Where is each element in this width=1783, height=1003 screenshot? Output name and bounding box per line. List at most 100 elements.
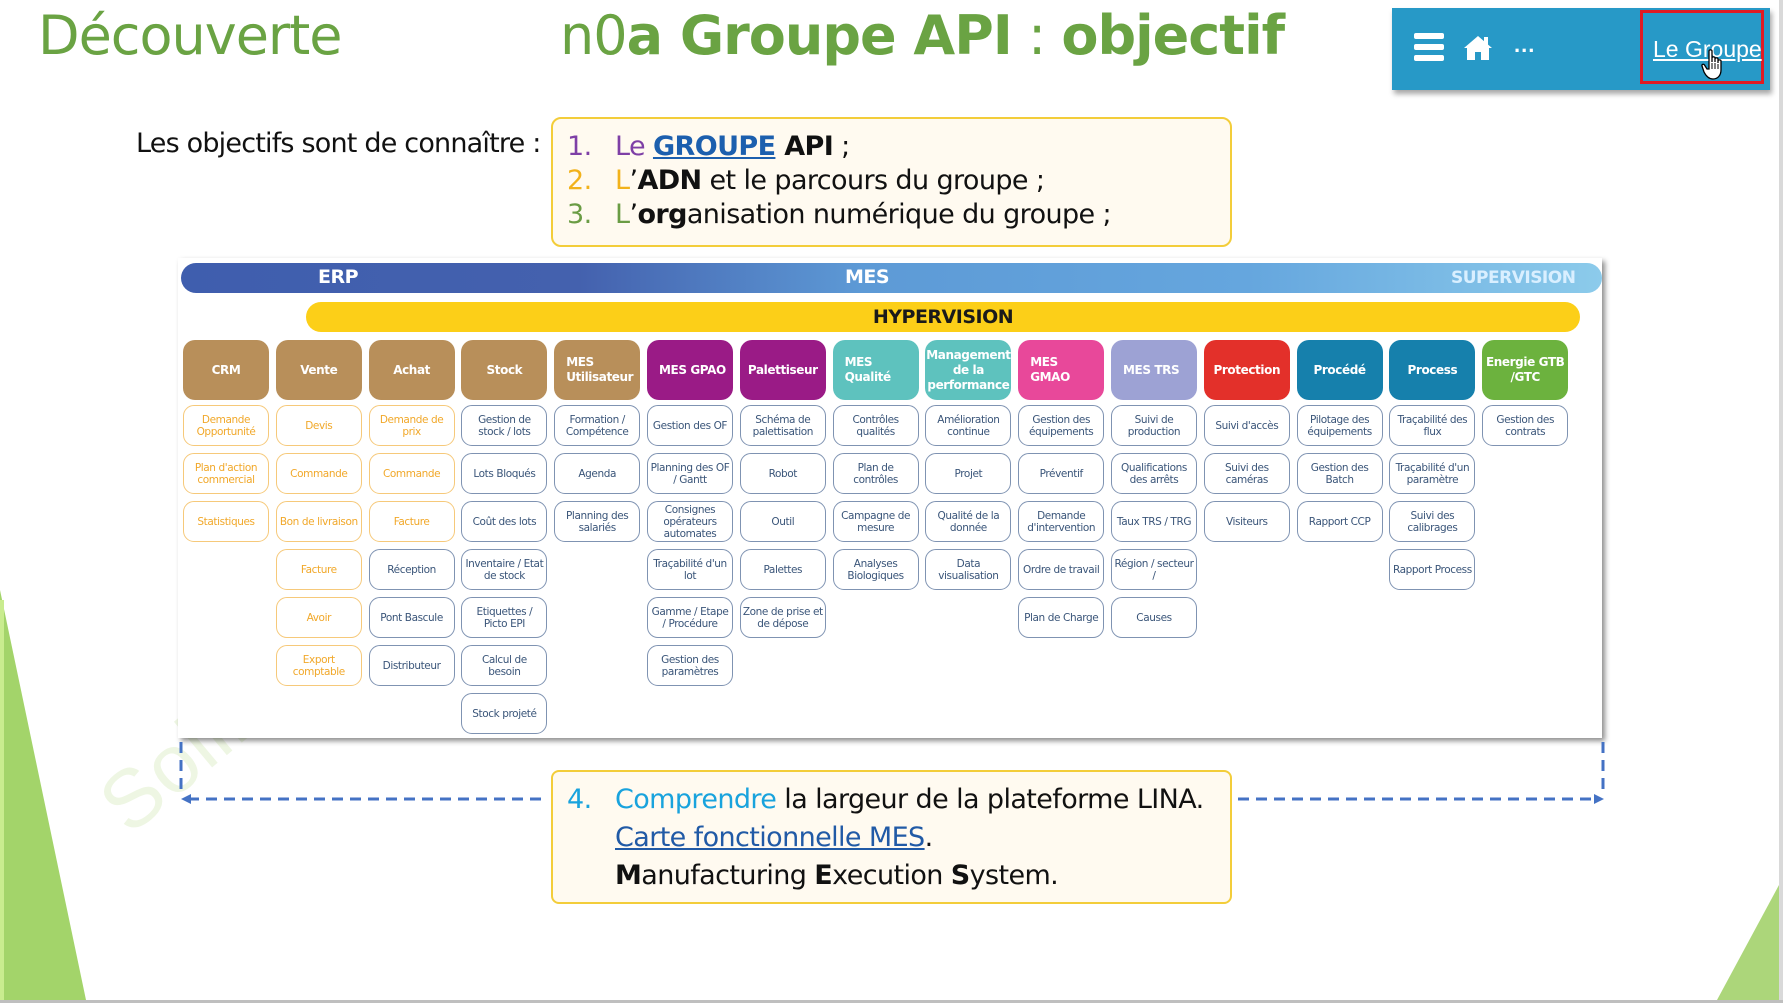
module-item[interactable]: Préventif — [1018, 453, 1105, 494]
groupe-link[interactable]: GROUPE — [652, 131, 776, 162]
module-header[interactable]: Management de la performance — [925, 340, 1012, 400]
module-item[interactable]: Gestion des paramètres — [647, 645, 733, 686]
module-item[interactable]: Plan de contrôles — [832, 453, 919, 494]
module-item[interactable]: Plan de Charge — [1018, 597, 1105, 638]
module-item[interactable]: Rapport Process — [1389, 549, 1476, 590]
module-item[interactable]: Planning des salariés — [554, 501, 641, 542]
module-item[interactable]: Suivi des caméras — [1203, 453, 1290, 494]
module-item[interactable]: Réception — [368, 549, 455, 590]
module-item[interactable]: Coût des lots — [461, 501, 548, 542]
module-item[interactable]: Export comptable — [275, 645, 362, 686]
module-header[interactable]: CRM — [183, 340, 269, 400]
module-item[interactable]: Causes — [1111, 597, 1197, 638]
module-item[interactable]: Ordre de travail — [1018, 549, 1105, 590]
module-item[interactable]: Contrôles qualités — [832, 405, 919, 446]
module-header[interactable]: MES Qualité — [832, 340, 919, 400]
module-item[interactable]: Gestion des OF — [647, 405, 733, 446]
module-item[interactable]: Gestion des contrats — [1482, 405, 1569, 446]
module-header[interactable]: MES GPAO — [647, 340, 733, 400]
module-header[interactable]: Achat — [368, 340, 455, 400]
module-item[interactable]: Commande — [368, 453, 455, 494]
nav-link-le-groupe[interactable]: Le Groupe — [1653, 36, 1762, 62]
module-header[interactable]: MES Utilisateur — [554, 340, 641, 400]
objective-2: 2.L’ADN et le parcours du groupe ; — [567, 165, 1045, 196]
module-item[interactable]: Statistiques — [183, 501, 269, 542]
module-item[interactable]: Région / secteur / — [1111, 549, 1197, 590]
module-item[interactable]: Gestion des Batch — [1296, 453, 1383, 494]
objective-number: 3. — [567, 199, 592, 230]
module-item[interactable]: Taux TRS / TRG — [1111, 501, 1197, 542]
module-item[interactable]: Commande — [275, 453, 362, 494]
objective-bold: API — [775, 131, 834, 162]
module-item[interactable]: Gestion de stock / lots — [461, 405, 548, 446]
module-item[interactable]: Plan d'action commercial — [183, 453, 269, 494]
module-item[interactable]: Suivi de production — [1111, 405, 1197, 446]
module-item[interactable]: Gestion des équipements — [1018, 405, 1105, 446]
module-item[interactable]: Demande Opportunité — [183, 405, 269, 446]
module-header[interactable]: MES TRS — [1111, 340, 1197, 400]
module-item[interactable]: Zone de prise et de dépose — [739, 597, 826, 638]
module-item[interactable]: Robot — [739, 453, 826, 494]
module-header[interactable]: Palettiseur — [739, 340, 826, 400]
module-item[interactable]: Calcul de besoin — [461, 645, 548, 686]
objectives-intro: Les objectifs sont de connaître : — [136, 128, 541, 159]
slide-title: n0a Groupe API : objectif — [560, 4, 1285, 67]
module-item[interactable]: Data visualisation — [925, 549, 1012, 590]
module-header[interactable]: Protection — [1203, 340, 1290, 400]
module-item[interactable]: Demande d'intervention — [1018, 501, 1105, 542]
module-item[interactable]: Outil — [739, 501, 826, 542]
module-column: Energie GTB /GTC Gestion des contrats — [1482, 340, 1569, 446]
module-item[interactable]: Facture — [368, 501, 455, 542]
module-item[interactable]: Planning des OF / Gantt — [647, 453, 733, 494]
module-item[interactable]: Visiteurs — [1203, 501, 1290, 542]
module-header[interactable]: Vente — [275, 340, 362, 400]
module-item[interactable]: Distributeur — [368, 645, 455, 686]
module-item[interactable]: Pilotage des équipements — [1296, 405, 1383, 446]
module-item[interactable]: Traçabilité des flux — [1389, 405, 1476, 446]
module-header[interactable]: MES GMAO — [1018, 340, 1105, 400]
module-item[interactable]: Qualifications des arrêts — [1111, 453, 1197, 494]
module-item[interactable]: Qualité de la donnée — [925, 501, 1012, 542]
objective-number: 1. — [567, 131, 592, 162]
module-item[interactable]: Devis — [275, 405, 362, 446]
slide-title-prefix: n0 — [560, 4, 628, 67]
hamburger-icon[interactable] — [1414, 33, 1444, 63]
module-item[interactable]: Traçabilité d'un paramètre — [1389, 453, 1476, 494]
module-item[interactable]: Demande de prix — [368, 405, 455, 446]
module-item[interactable]: Traçabilité d'un lot — [647, 549, 733, 590]
module-item[interactable]: Palettes — [739, 549, 826, 590]
module-header[interactable]: Procédé — [1296, 340, 1383, 400]
module-header[interactable]: Stock — [461, 340, 548, 400]
module-item[interactable]: Pont Bascule — [368, 597, 455, 638]
module-item[interactable]: Gamme / Etape / Procédure — [647, 597, 733, 638]
module-item[interactable]: Avoir — [275, 597, 362, 638]
module-item[interactable]: Etiquettes / Picto EPI — [461, 597, 548, 638]
module-item[interactable]: Amélioration continue — [925, 405, 1012, 446]
home-icon[interactable] — [1462, 34, 1494, 62]
module-item[interactable]: Lots Bloqués — [461, 453, 548, 494]
breadcrumb-ellipsis[interactable]: ... — [1514, 32, 1536, 57]
module-item[interactable]: Inventaire / Etat de stock — [461, 549, 548, 590]
module-item[interactable]: Campagne de mesure — [832, 501, 919, 542]
module-item[interactable]: Analyses Biologiques — [832, 549, 919, 590]
module-item[interactable]: Agenda — [554, 453, 641, 494]
module-header[interactable]: Energie GTB /GTC — [1482, 340, 1569, 400]
module-item[interactable]: Suivi des calibrages — [1389, 501, 1476, 542]
module-item[interactable]: Bon de livraison — [275, 501, 362, 542]
module-item[interactable]: Consignes opérateurs automates — [647, 501, 733, 542]
module-item[interactable]: Suivi d'accès — [1203, 405, 1290, 446]
module-item[interactable]: Rapport CCP — [1296, 501, 1383, 542]
module-item[interactable]: Formation / Compétence — [554, 405, 641, 446]
module-item[interactable]: Facture — [275, 549, 362, 590]
module-item[interactable]: Schéma de palettisation — [739, 405, 826, 446]
module-header[interactable]: Process — [1389, 340, 1476, 400]
module-item[interactable]: Projet — [925, 453, 1012, 494]
carte-fonctionnelle-link[interactable]: Carte fonctionnelle MES — [615, 822, 925, 853]
module-item[interactable]: Stock projeté — [461, 693, 548, 734]
